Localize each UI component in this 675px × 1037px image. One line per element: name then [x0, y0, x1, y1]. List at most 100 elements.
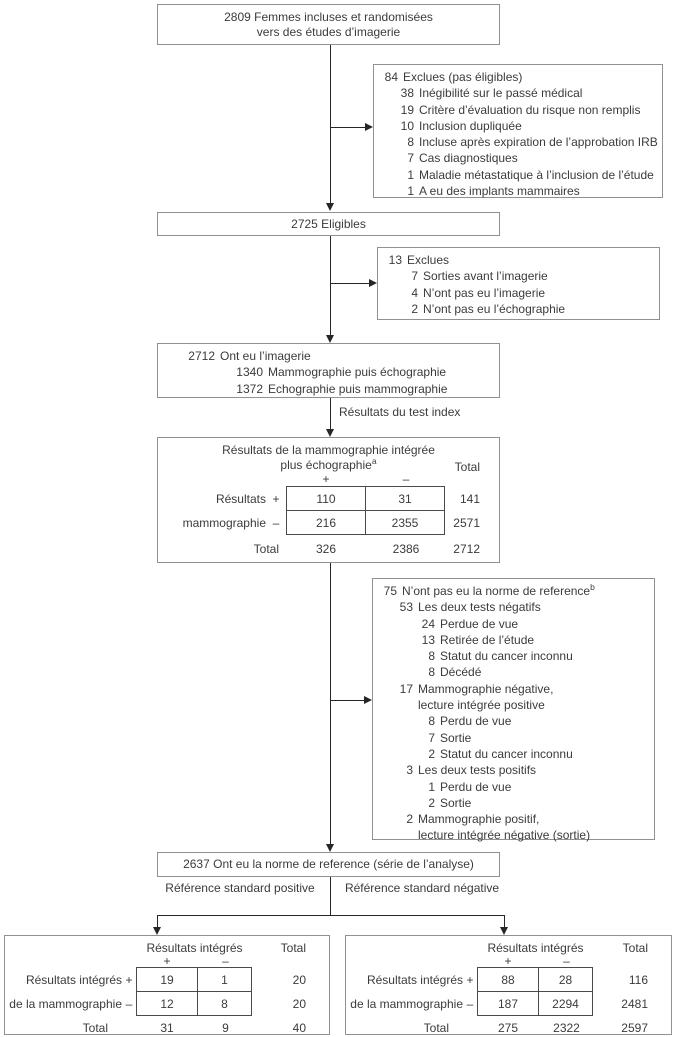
tableR-row-negative: de la mammographie – 187 2294 2481 — [346, 991, 671, 1016]
connector-branch-excluded3 — [330, 700, 364, 701]
line-count: 1 — [407, 167, 414, 182]
table1-total-col-label: Total — [454, 460, 480, 474]
table1-cell: 31 — [365, 486, 445, 511]
table1-header: Résultats de la mammographie intégrée pl… — [158, 443, 499, 473]
line-text: Inclusion dupliquée — [419, 118, 522, 133]
table1-cell: 110 — [286, 486, 366, 511]
line-count: 2 — [406, 812, 413, 827]
line-text: Sortie — [440, 795, 472, 810]
tableR-total-col-label: Total — [622, 941, 648, 955]
line-count: 2712 — [188, 349, 215, 363]
line-count: 1 — [428, 779, 435, 794]
index-test-results-label: Résultats du test index — [339, 405, 461, 419]
tableL-cell: 8 — [197, 991, 252, 1016]
flow-line: 1 Maladie métastatique à l’inclusion de l… — [378, 167, 658, 183]
line-count: 4 — [411, 285, 418, 300]
line-count: 13 — [421, 632, 435, 647]
line-text: A eu des implants mammaires — [419, 184, 580, 199]
tableR-cell: 2294 — [538, 991, 593, 1016]
tableL-cell: 19 — [136, 967, 198, 992]
minus-sign: – — [563, 954, 570, 968]
line-text: Statut du cancer inconnu — [440, 746, 573, 761]
eligible-text: 2725 Eligibles — [291, 216, 366, 231]
reference-standard-text: 2637 Ont eu la norme de reference (série… — [183, 857, 474, 871]
minus-sign: – — [125, 997, 133, 1011]
line-text: N’ont pas eu la norme de referenceb — [402, 582, 595, 598]
flow-line: 4 N’ont pas eu l’imagerie — [382, 285, 655, 301]
table1-total-label: Total — [253, 542, 279, 556]
connector-split-horizontal — [157, 915, 505, 916]
line-text: lecture intégrée positive — [418, 698, 545, 713]
line-text: Exclues — [407, 253, 450, 267]
line-text: Echographie puis mammographie — [268, 381, 448, 396]
tableL-row-positive: Résultats intégrés + 19 1 20 — [5, 967, 329, 992]
tableR-column-signs: + – — [477, 954, 671, 968]
reference-positive-label: Référence standard positive — [165, 881, 315, 895]
line-text: Perdu de vue — [440, 779, 512, 794]
line-text: Les deux tests négatifs — [418, 600, 541, 615]
flow-line: 7 Sorties avant l’imagerie — [382, 268, 655, 284]
tableL-total-value: 31 — [160, 1020, 174, 1035]
connector-reference-to-split — [330, 877, 331, 915]
arrowhead-down-table-left — [153, 927, 161, 935]
line-text: Mammographie puis échographie — [268, 365, 447, 380]
plus-sign: + — [466, 972, 474, 987]
tableR-row-total: 2481 — [621, 997, 648, 1011]
line-count: 8 — [428, 649, 435, 664]
tableL-column-signs: + – — [136, 954, 329, 968]
arrowhead-down-eligible — [326, 203, 334, 211]
line-text: Retirée de l’étude — [440, 632, 535, 647]
footnote-a: a — [371, 456, 377, 466]
line-text: Maladie métastatique à l’inclusion de l’… — [419, 167, 654, 182]
minus-sign: – — [402, 472, 410, 486]
table1-column-signs: + – — [286, 473, 499, 486]
line-text: N’ont pas eu l’imagerie — [423, 285, 546, 300]
flow-line: 8 Statut du cancer inconnu — [377, 648, 650, 664]
minus-sign: – — [466, 997, 474, 1011]
minus-sign: – — [272, 516, 280, 530]
line-text: Perdu de vue — [440, 714, 512, 729]
flow-line: 13 Exclues — [382, 252, 655, 268]
table1-total-row: Total 326 2386 2712 — [158, 538, 499, 560]
tableL-total-col-label: Total — [280, 941, 306, 955]
flow-line: 1 Perdu de vue — [377, 779, 650, 795]
line-text: Statut du cancer inconnu — [440, 649, 573, 664]
table1-row-positive: Résultats + 110 31 141 — [158, 486, 499, 511]
line-text: lecture intégrée négative (sortie) — [418, 828, 591, 843]
flow-line: 13 Retirée de l’étude — [377, 632, 650, 648]
flow-line: lecture intégrée positive — [377, 697, 650, 713]
tableL-cell: 1 — [197, 967, 252, 992]
tableR-total-row: Total 275 2322 2597 — [346, 1018, 671, 1037]
tableR-header-text: Résultats intégrés — [487, 941, 584, 955]
plus-sign: + — [163, 954, 171, 968]
line-count: 7 — [411, 269, 418, 284]
tableL-header: Résultats intégrés Total — [5, 941, 329, 956]
box-randomized: 2809 Femmes incluses et randomisées vers… — [157, 4, 500, 45]
line-count: 13 — [388, 253, 402, 267]
line-count: 7 — [428, 730, 435, 745]
plus-sign: + — [125, 972, 133, 987]
line-count: 17 — [399, 681, 413, 696]
arrowhead-right-excluded1 — [365, 123, 373, 131]
connector-branch-excluded2 — [330, 283, 369, 284]
line-text: Sorties avant l’imagerie — [423, 269, 548, 284]
tableL-header-text: Résultats intégrés — [146, 941, 243, 955]
arrowhead-right-excluded3 — [364, 696, 372, 704]
tableR-total-value: 2322 — [553, 1020, 580, 1035]
table1-header-line1: Résultats de la mammographie intégrée — [222, 443, 435, 457]
tableR-cell: 28 — [538, 967, 593, 992]
arrowhead-right-excluded2 — [369, 279, 377, 287]
tableL-total-row: Total 31 9 40 — [5, 1018, 329, 1037]
tableL-row-label: de la mammographie — [9, 997, 122, 1011]
